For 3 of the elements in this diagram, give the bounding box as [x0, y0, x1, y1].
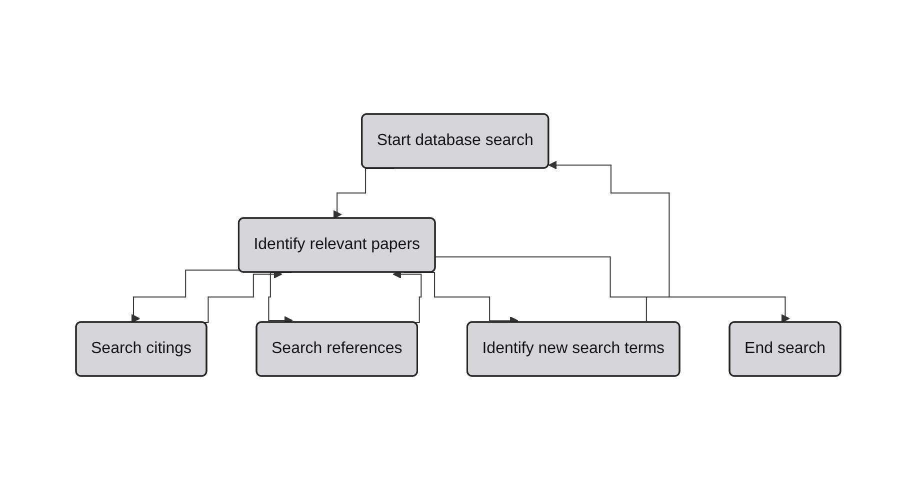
arrow — [434, 256, 790, 322]
arrow — [131, 269, 240, 322]
arrow — [548, 160, 670, 322]
